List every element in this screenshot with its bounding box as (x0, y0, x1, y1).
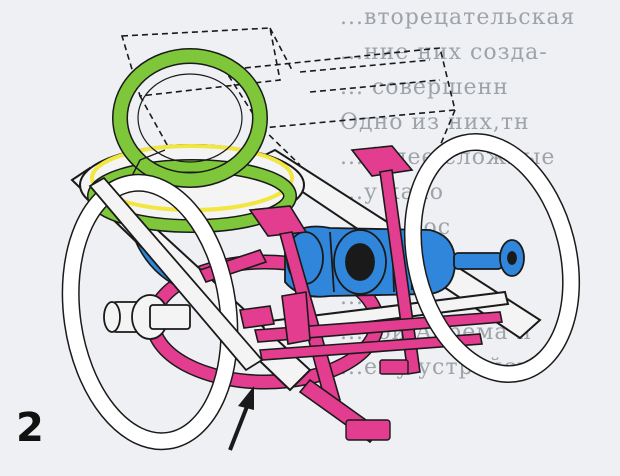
left-wheel (61, 173, 264, 451)
figure-number: 2 (16, 405, 44, 451)
left-wheel-spoke (88, 176, 264, 372)
background-text-line: Одно из них,тн (340, 110, 530, 135)
background-text-line: ...вторецательская (340, 5, 576, 30)
background-text-line: ...ние них созда- (340, 40, 548, 65)
magenta-clamp (345, 359, 409, 441)
green-ring-assembly (79, 48, 305, 233)
magenta-linkage (198, 145, 503, 444)
axle-hub (103, 294, 191, 340)
right-wheel (403, 133, 581, 383)
background-text-line: ... совершенн (340, 75, 509, 100)
arrow-pointer-icon (228, 386, 254, 451)
